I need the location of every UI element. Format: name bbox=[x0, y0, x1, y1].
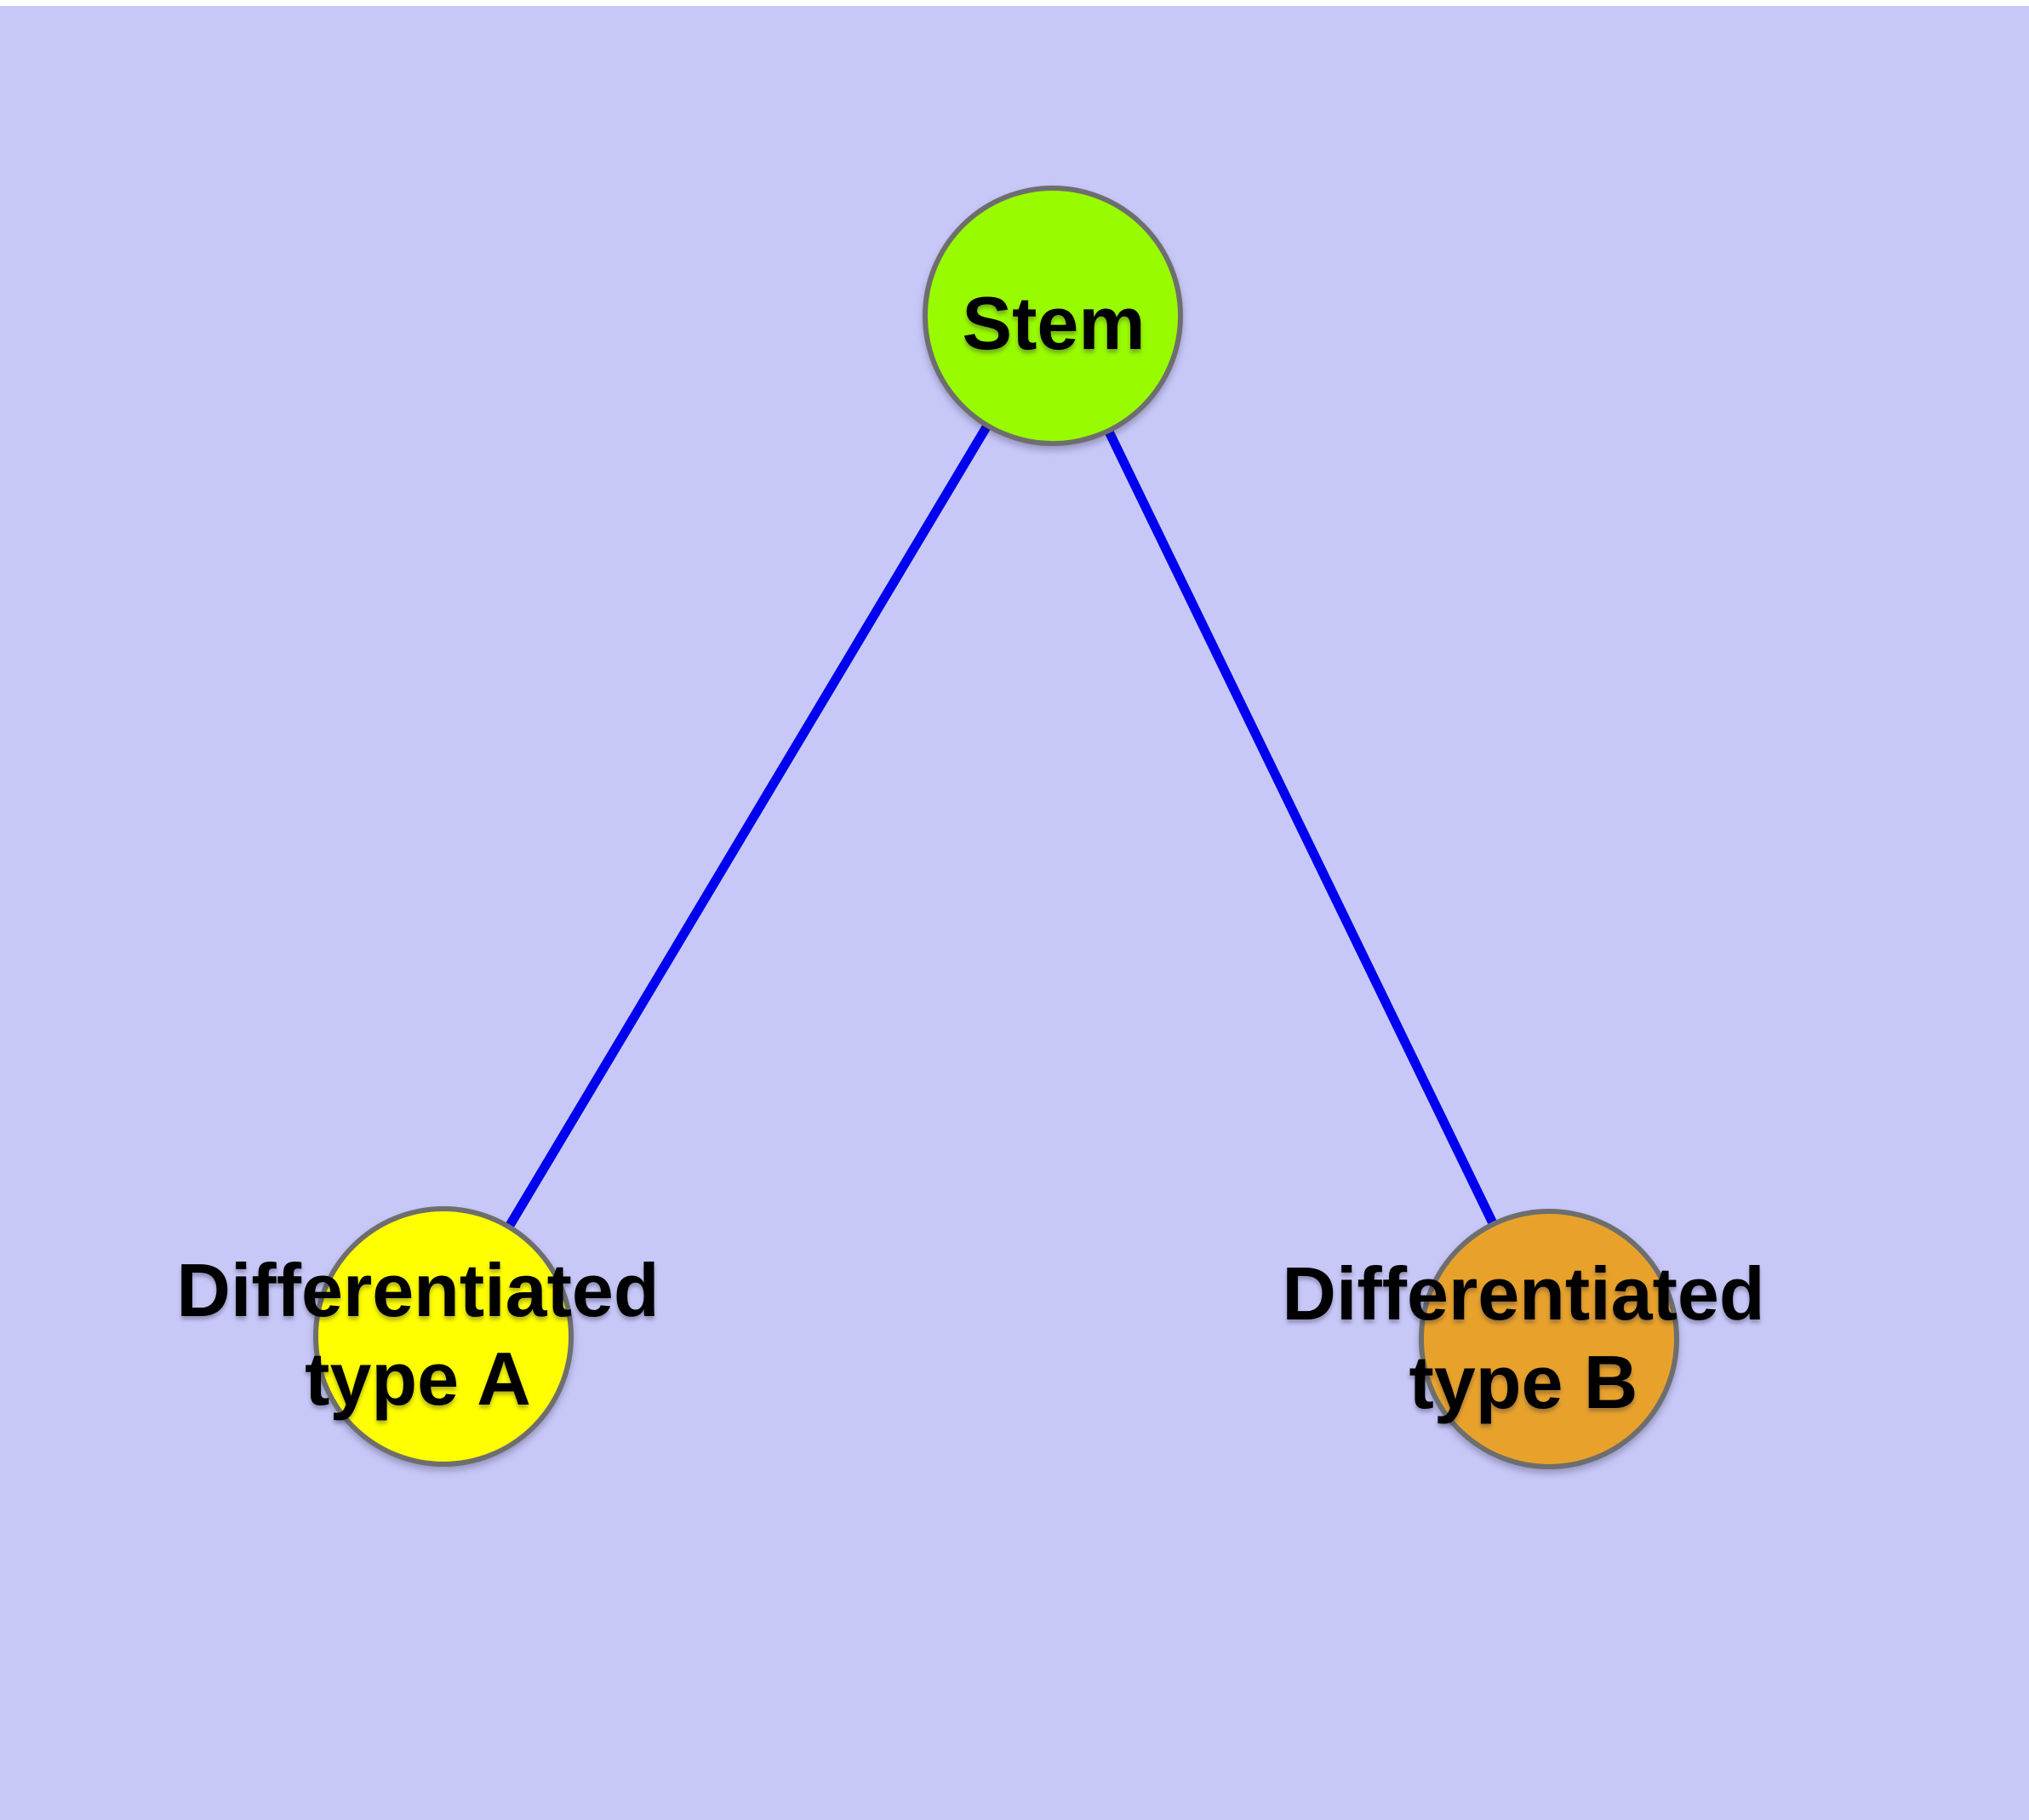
differentiated-type-a-node-label: Differentiated type A bbox=[176, 1246, 659, 1423]
edge-stem-to-type-b bbox=[1049, 313, 1553, 1342]
differentiated-type-b-node-label: Differentiated type B bbox=[1282, 1250, 1764, 1427]
stem-node-circle[interactable] bbox=[923, 186, 1183, 446]
type-a-label-line-1: Differentiated bbox=[176, 1248, 660, 1332]
type-b-label-line-1: Differentiated bbox=[1282, 1251, 1765, 1336]
edge-stem-to-type-a bbox=[439, 313, 1057, 1339]
stem-label-line: Stem bbox=[962, 281, 1146, 365]
stem-node-label: Stem bbox=[962, 279, 1145, 368]
type-b-label-line-2: type B bbox=[1409, 1340, 1638, 1424]
window-top-edge bbox=[0, 0, 2029, 6]
type-a-label-line-2: type A bbox=[305, 1336, 531, 1421]
differentiated-type-b-node-circle[interactable] bbox=[1419, 1209, 1679, 1469]
differentiated-type-a-node-circle[interactable] bbox=[313, 1206, 574, 1467]
